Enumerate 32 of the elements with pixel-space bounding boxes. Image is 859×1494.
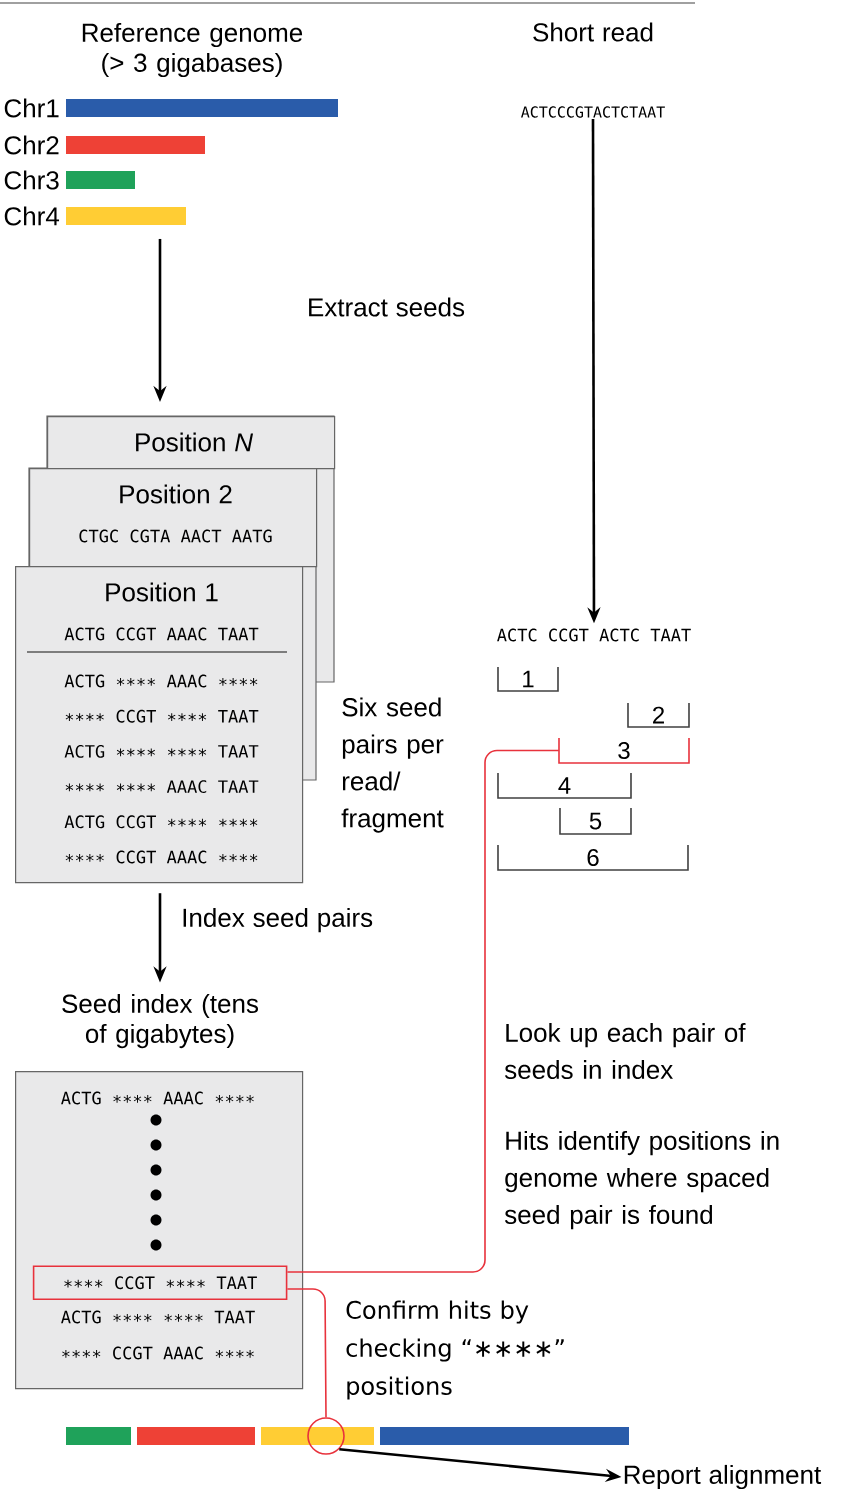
seed-pair-bracket: 1 bbox=[497, 666, 559, 692]
node-label: Chr4 bbox=[4, 206, 60, 226]
note: Confirm hits by checking “∗∗∗∗” positions bbox=[346, 1300, 564, 1400]
node-label: Seed index (tens of gigabytes) bbox=[62, 993, 259, 1049]
node-label: Chr2 bbox=[4, 135, 59, 155]
seed-pair-bracket: 3 bbox=[558, 737, 690, 764]
seed-pair-bracket: 5 bbox=[559, 807, 632, 835]
short-read: Short read ACTCCCGTACTCTAAT bbox=[521, 22, 665, 118]
position-card: Position N bbox=[47, 416, 336, 470]
genome-bar bbox=[66, 1427, 629, 1445]
chromosome-bar: Chr3 bbox=[4, 170, 135, 190]
node-label: Chr1 bbox=[4, 98, 59, 118]
step-label: Extract seeds bbox=[309, 297, 465, 317]
seed-pair-bracket: 4 bbox=[497, 772, 632, 799]
chromosome-bar: Chr2 bbox=[4, 135, 205, 155]
seed-pair-bracket: 2 bbox=[627, 702, 690, 728]
result-text: Report alignment bbox=[624, 1464, 822, 1490]
chromosome-bar: Chr1 bbox=[4, 98, 338, 118]
seed-pair-bracket: 6 bbox=[497, 844, 689, 871]
note: Look up each pair of seeds in index bbox=[504, 1022, 746, 1080]
note: Hits identify positions in genome where spaced seed pair is found bbox=[504, 1130, 779, 1230]
chromosome-bar: Chr4 bbox=[4, 206, 186, 226]
highlighted-row: ∗∗∗∗ CCGT ∗∗∗∗ TAAT bbox=[32, 1265, 288, 1300]
split-read: ACTC CCGT ACTC TAAT bbox=[497, 628, 691, 642]
heading: Reference genome (> 3 gigabases) bbox=[82, 22, 303, 78]
hit-circle bbox=[307, 1417, 345, 1455]
node-label: Chr3 bbox=[4, 170, 59, 190]
connector-line bbox=[286, 1288, 327, 1418]
position-card: Position 2 CTGC CGTA AACT AATG bbox=[29, 468, 318, 568]
note: Six seed pairs per read/ fragment bbox=[341, 697, 444, 833]
connector-line bbox=[286, 749, 560, 1273]
edge-label: Index seed pairs bbox=[180, 906, 375, 934]
